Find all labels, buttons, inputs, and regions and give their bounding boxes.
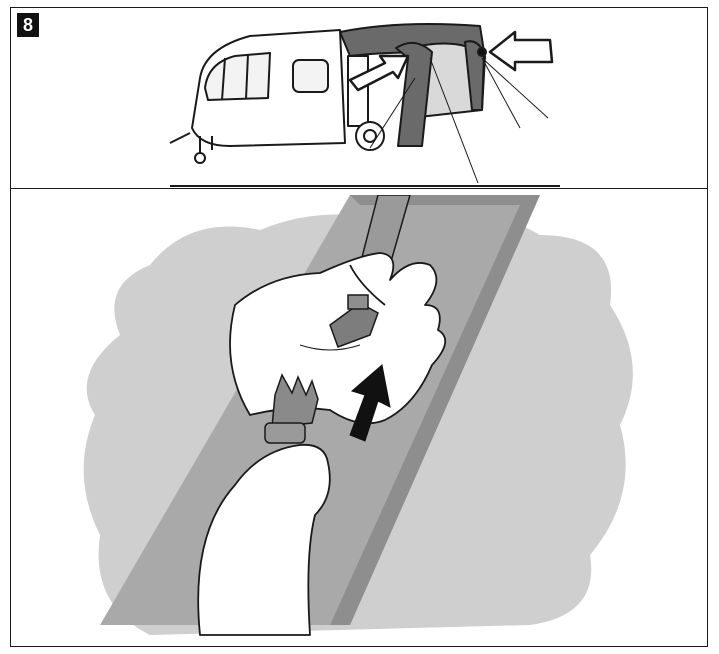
buckle-connection-illustration <box>60 195 660 640</box>
arrow-icon-right <box>490 32 552 70</box>
section-divider <box>10 188 708 189</box>
jockey-wheel <box>195 153 205 163</box>
caravan-wheel <box>356 122 384 150</box>
caravan-side-window <box>293 60 328 92</box>
valve-dot <box>478 48 486 56</box>
step-number-badge: 8 <box>17 13 39 37</box>
caravan-awning-illustration <box>160 18 580 188</box>
